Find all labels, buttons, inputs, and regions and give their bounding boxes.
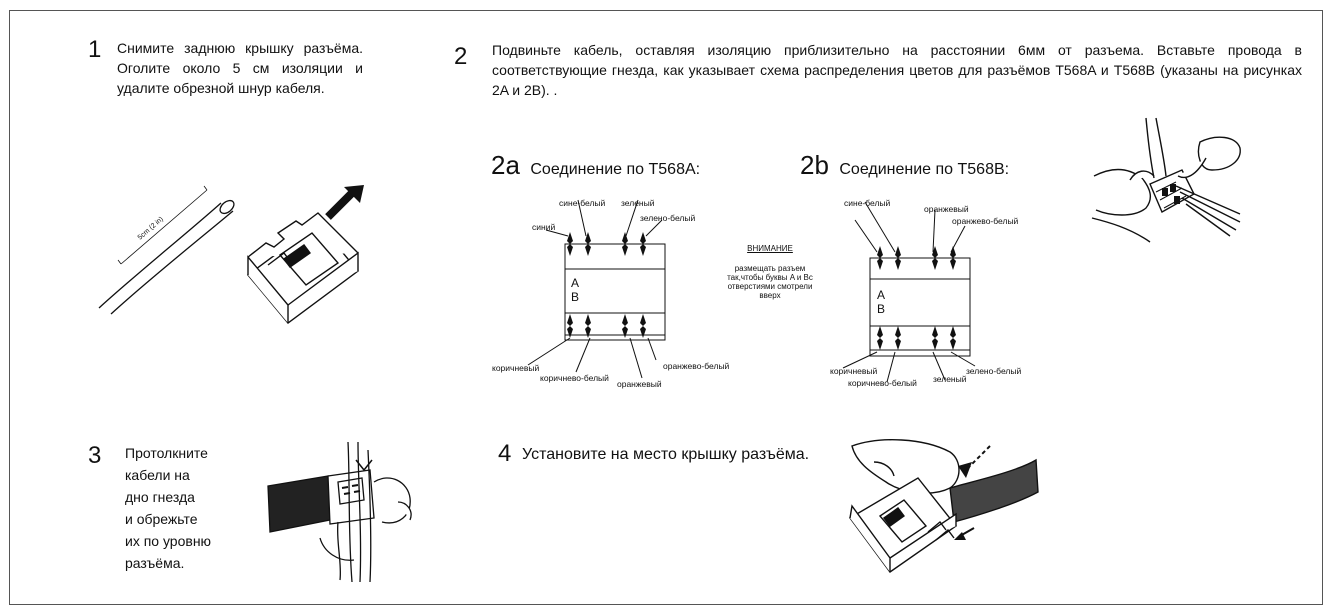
cutting-wires-illustration [258, 442, 458, 587]
diagram-2b-label-blue-white: сине-белый [844, 198, 890, 208]
diagram-2b-label-green: зеленый [933, 374, 967, 384]
diagram-2a-label-blue: синий [532, 222, 555, 232]
diagram-2b-heading: 2b Соединение по T568B: [800, 150, 1009, 181]
diagram-2b-label-orange-white: оранжево-белый [952, 216, 1018, 226]
diagram-2a-letter-b: B [571, 291, 579, 304]
diagram-2b-label-brown-white: коричнево-белый [848, 378, 917, 388]
step-1-number: 1 [88, 38, 101, 62]
installing-cover-illustration [840, 432, 1040, 582]
diagram-2a-label-orange-white: оранжево-белый [663, 361, 729, 371]
step-3-line: и обрежьте [125, 508, 211, 530]
cable-ruler-label: 5cm (2 in) [137, 216, 165, 242]
diagram-2a-t568a-wiring [480, 190, 740, 410]
step-4-text: Установите на место крышку разъёма. [522, 446, 809, 464]
diagram-2a-label-green: зеленый [621, 198, 655, 208]
step-3-text: Протолкните кабели на дно гнезда и обреж… [125, 442, 211, 574]
stripped-cable-illustration: 5cm (2 in) [95, 180, 245, 320]
step-3-line: дно гнезда [125, 486, 211, 508]
step-3-line: их по уровню [125, 530, 211, 552]
diagram-2a-title: Соединение по T568A: [530, 161, 700, 178]
step-3-line: кабели на [125, 464, 211, 486]
step-3-line: Протолкните [125, 442, 211, 464]
diagram-2b-letter-b: B [877, 303, 885, 316]
diagram-2a-heading: 2a Соединение по T568A: [491, 150, 700, 181]
step-3-line: разъёма. [125, 552, 211, 574]
hand-inserting-wires-illustration [1090, 118, 1245, 253]
diagram-2a-label-orange: оранжевый [617, 379, 662, 389]
step-2-text: Подвиньте кабель, оставляя изоляцию приб… [492, 40, 1302, 100]
diagram-2b-title: Соединение по T568B: [839, 161, 1009, 178]
step-1-text: Снимите заднюю крышку разъёма. Оголите о… [117, 38, 363, 98]
diagram-2a-label-brown-white: коричнево-белый [540, 373, 609, 383]
diagram-2b-letter-a: A [877, 289, 885, 302]
diagram-2b-label-orange: оранжевый [924, 204, 969, 214]
step-3-number: 3 [88, 444, 101, 468]
diagram-2b-label-green-white: зелено-белый [966, 366, 1021, 376]
diagram-2b-label-brown: коричневый [830, 366, 877, 376]
connector-cover-removal-illustration [240, 185, 370, 335]
diagram-2a-prefix: 2a [491, 150, 520, 180]
diagram-2a-letter-a: A [571, 277, 579, 290]
diagram-2a-label-green-white: зелено-белый [640, 213, 695, 223]
step-2-number: 2 [454, 45, 467, 69]
diagram-2a-label-blue-white: сине-белый [559, 198, 605, 208]
diagram-2b-prefix: 2b [800, 150, 829, 180]
warning-title: ВНИМАНИЕ [735, 244, 805, 253]
diagram-2a-label-brown: коричневый [492, 363, 539, 373]
step-4-number: 4 [498, 442, 511, 466]
